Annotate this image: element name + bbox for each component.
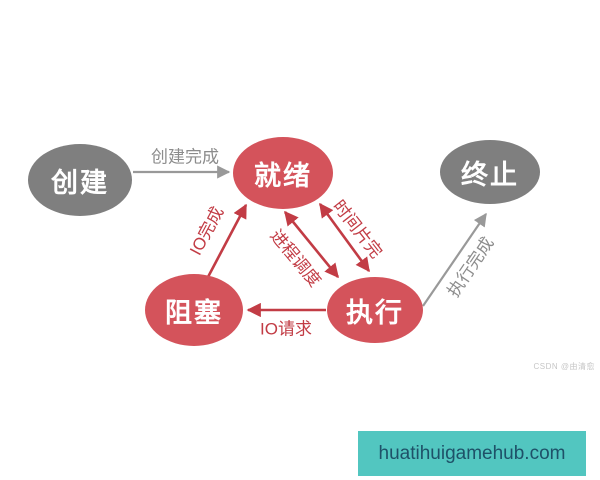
- state-label-terminate: 终止: [461, 159, 519, 190]
- state-node-create: 创建: [28, 144, 132, 216]
- edge-running-to-terminate: [422, 212, 487, 307]
- edge-running-ready-timeslice: [318, 202, 371, 273]
- edge-label-create-done: 创建完成: [151, 147, 219, 167]
- site-banner-link[interactable]: huatihuigamehub.com: [358, 431, 586, 476]
- state-node-blocked: 阻塞: [145, 274, 243, 346]
- edge-label-io-request: IO请求: [260, 319, 312, 339]
- state-label-create: 创建: [51, 167, 109, 198]
- state-node-ready: 就绪: [233, 137, 333, 209]
- state-node-terminate: 终止: [440, 140, 540, 204]
- state-node-running: 执行: [327, 277, 423, 343]
- site-banner-text: huatihuigamehub.com: [378, 442, 566, 464]
- state-label-ready: 就绪: [254, 160, 312, 191]
- state-label-running: 执行: [346, 297, 404, 328]
- csdn-watermark: CSDN @由清愈: [533, 362, 595, 371]
- edge-blocked-to-ready: [206, 203, 248, 278]
- state-label-blocked: 阻塞: [165, 297, 223, 328]
